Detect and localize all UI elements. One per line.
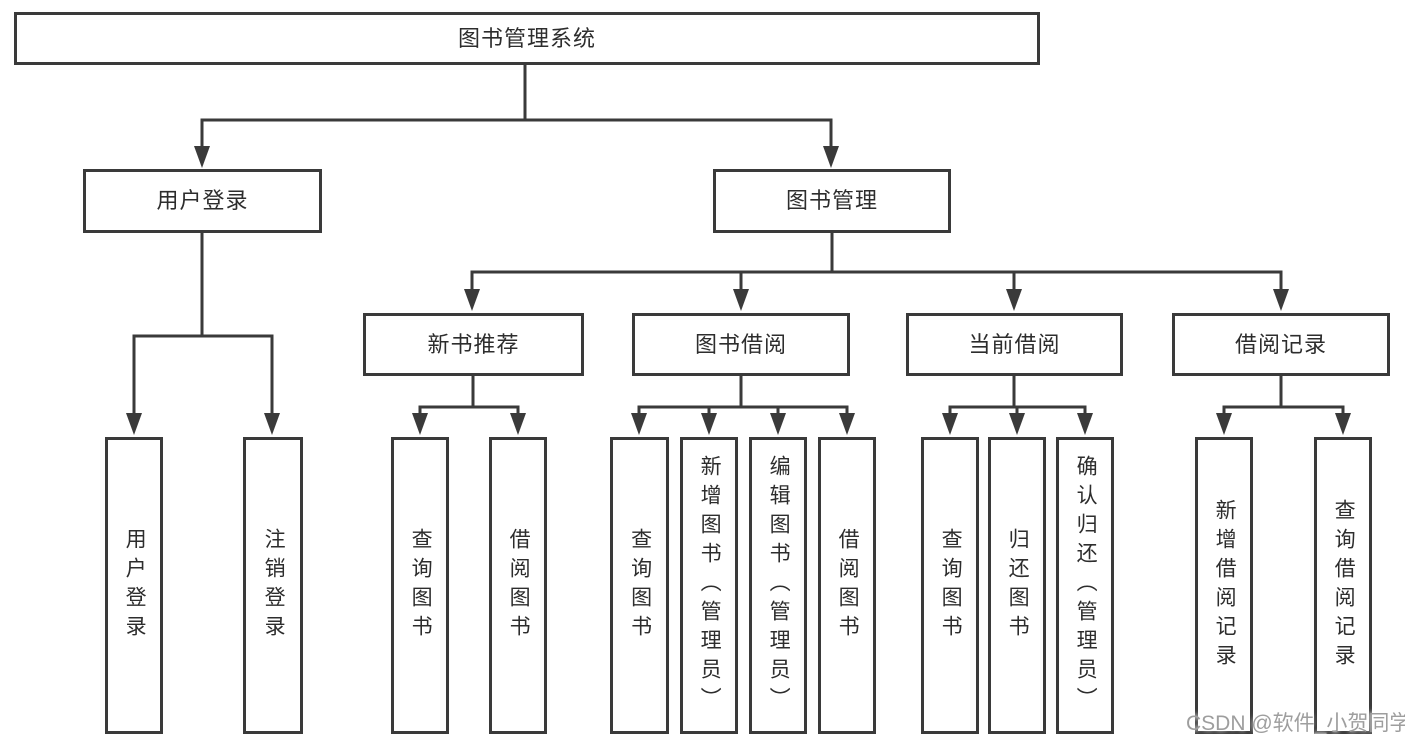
- leaf-label: 借阅图书: [836, 527, 860, 644]
- edges-book-borrow: [631, 376, 855, 435]
- leaf-return-books: 归还图书: [988, 437, 1046, 734]
- leaf-label: 新增借阅记录: [1213, 498, 1237, 673]
- leaf-user-login: 用户登录: [105, 437, 163, 734]
- leaf-label: 查询借阅记录: [1332, 498, 1356, 673]
- leaf-label: 注销登录: [262, 527, 286, 644]
- node-label: 借阅记录: [1234, 331, 1327, 357]
- leaf-label: 用户登录: [123, 527, 147, 644]
- leaf-label: 确认归还（管理员）: [1074, 455, 1098, 716]
- node-current-borrow: 当前借阅: [906, 313, 1123, 376]
- leaf-logout: 注销登录: [243, 437, 303, 734]
- node-new-book-recommend: 新书推荐: [363, 313, 584, 376]
- leaf-edit-books-admin: 编辑图书（管理员）: [749, 437, 807, 734]
- edges-root: [194, 64, 839, 168]
- leaf-query-books-current: 查询图书: [921, 437, 979, 734]
- node-root-system: 图书管理系统: [14, 12, 1040, 65]
- csdn-watermark: CSDN @软件_小贺同学: [1186, 712, 1405, 735]
- node-book-management: 图书管理: [713, 169, 951, 233]
- leaf-label: 编辑图书（管理员）: [767, 455, 791, 716]
- leaf-borrow-books-recommend: 借阅图书: [489, 437, 547, 734]
- node-label: 图书借阅: [694, 331, 787, 357]
- leaf-label: 查询图书: [939, 527, 963, 644]
- leaf-label: 查询图书: [409, 527, 433, 644]
- edges-user-login: [126, 233, 280, 435]
- node-label: 图书管理系统: [457, 25, 596, 51]
- edges-new-book-recommend: [412, 376, 526, 435]
- leaf-borrow-books: 借阅图书: [818, 437, 876, 734]
- leaf-label: 新增图书（管理员）: [698, 455, 722, 716]
- node-label: 新书推荐: [427, 331, 520, 357]
- node-book-borrow: 图书借阅: [632, 313, 850, 376]
- leaf-label: 归还图书: [1006, 527, 1030, 644]
- leaf-add-books-admin: 新增图书（管理员）: [680, 437, 738, 734]
- leaf-label: 查询图书: [628, 527, 652, 644]
- node-label: 用户登录: [156, 188, 249, 213]
- node-borrow-records: 借阅记录: [1172, 313, 1390, 376]
- leaf-query-books-borrow: 查询图书: [610, 437, 669, 734]
- leaf-confirm-return-admin: 确认归还（管理员）: [1056, 437, 1114, 734]
- edges-current-borrow: [942, 376, 1093, 435]
- edges-book-management: [464, 233, 1289, 311]
- node-label: 当前借阅: [968, 331, 1061, 357]
- node-label: 图书管理: [785, 188, 878, 213]
- node-user-login: 用户登录: [83, 169, 322, 233]
- leaf-query-books-recommend: 查询图书: [391, 437, 449, 734]
- leaf-query-borrow-record: 查询借阅记录: [1314, 437, 1372, 734]
- leaf-label: 借阅图书: [507, 527, 531, 644]
- leaf-add-borrow-record: 新增借阅记录: [1195, 437, 1253, 734]
- edges-borrow-records: [1216, 376, 1351, 435]
